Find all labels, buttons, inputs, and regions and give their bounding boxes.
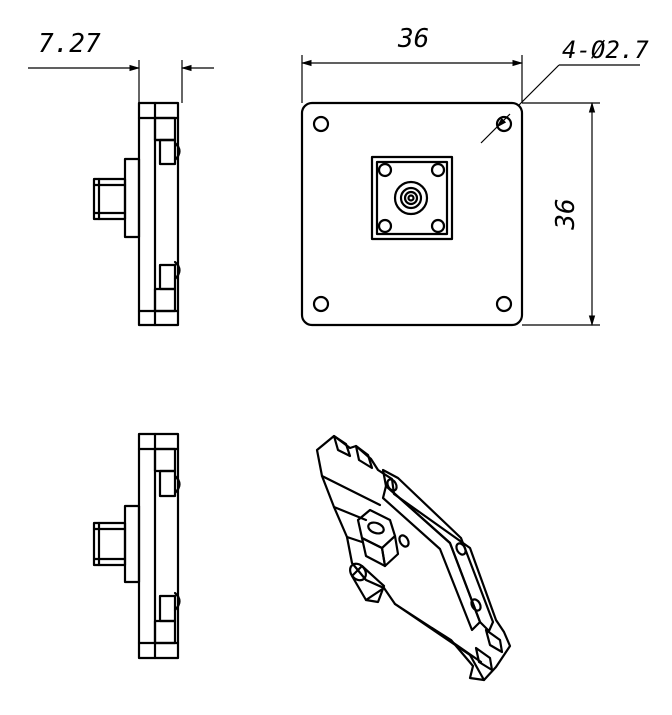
mounting-hole [495,115,513,133]
connector-center [393,180,429,216]
height-label: 36 [551,198,581,230]
iso-connector-barrel [350,564,386,604]
screw-head-icon [173,141,181,162]
iso-outline [315,434,512,682]
side-view-top [92,101,181,327]
front-view [300,101,524,327]
mounting-hole [312,115,330,133]
mounting-hole [495,295,513,313]
dimension-height: 36 [522,101,600,327]
hole-callout: 4-Ø2.7 [480,36,649,144]
connector-flange-front [370,155,454,241]
side-plate-outline [137,101,180,327]
width-label: 36 [397,24,429,54]
side-view-bottom [92,432,181,660]
screw-head-icon [173,591,181,612]
plate-outline [300,101,524,327]
mounting-hole [312,295,330,313]
dimension-width: 36 [300,24,524,103]
screw-head-icon [173,474,181,495]
thickness-label: 7.27 [38,29,101,59]
dimension-thickness: 7.27 [28,29,214,103]
isometric-view [315,434,512,682]
hole-label: 4-Ø2.7 [562,36,649,64]
connector-body [92,177,127,221]
screw-head-icon [173,260,181,281]
connector-flange [123,157,141,239]
